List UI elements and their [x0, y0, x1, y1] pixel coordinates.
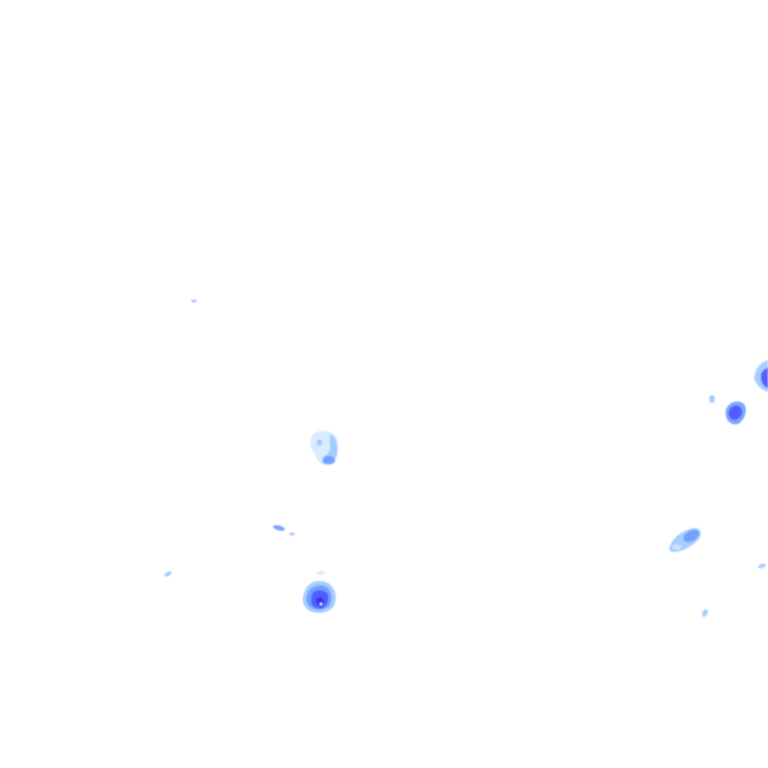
radar-echo-cell-4	[709, 395, 746, 425]
radar-echo-streak-1	[273, 525, 295, 536]
radar-echo-speck-1	[191, 299, 197, 303]
radar-echo-streak-3	[758, 563, 766, 569]
radar-echo-cell-5	[669, 528, 701, 552]
radar-echo-streak-2	[164, 571, 172, 577]
radar-echo-cell-2	[302, 571, 336, 613]
radar-echo-cell-3	[754, 360, 768, 392]
radar-echo-streak-4	[702, 609, 708, 617]
radar-echo-cell-1	[310, 430, 339, 466]
